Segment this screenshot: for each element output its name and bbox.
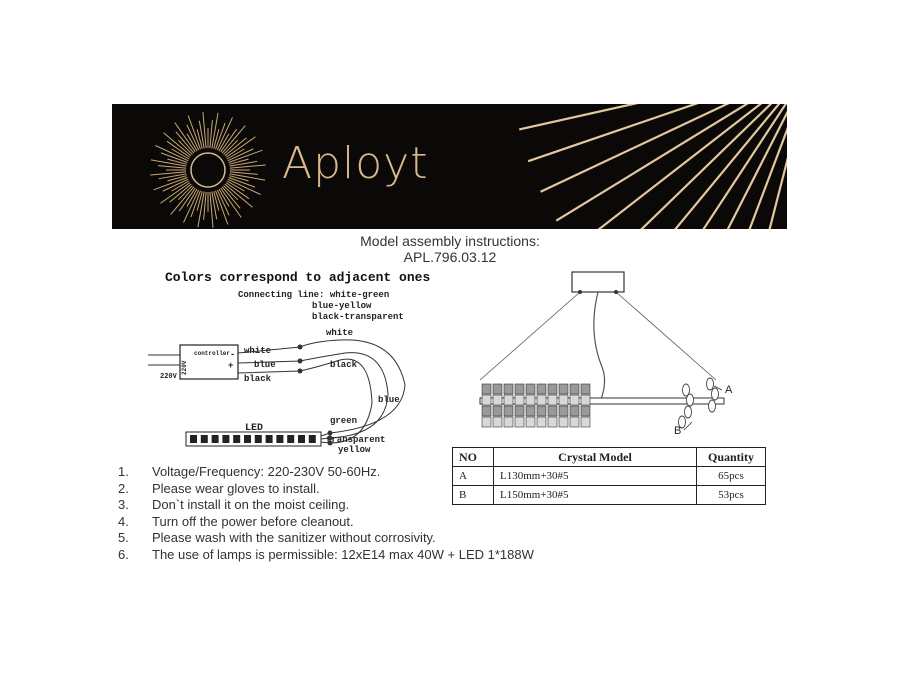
led-cell bbox=[244, 435, 251, 443]
crystal-strand bbox=[558, 383, 569, 428]
crystal-strand bbox=[525, 383, 536, 428]
crystal-strand bbox=[492, 383, 503, 428]
led-cell bbox=[211, 435, 219, 443]
led-cell bbox=[254, 435, 262, 443]
chandelier-diagram: A B bbox=[479, 271, 733, 437]
voltage-label: 220V bbox=[160, 373, 178, 381]
pair-blue-yellow-label: blue-yellow bbox=[312, 301, 372, 311]
wiring-diagram: Connecting line: white-green blue-yellow… bbox=[148, 290, 406, 455]
wire-black-label: black bbox=[244, 374, 272, 384]
list-item: 3. Don`t install it on the moist ceiling. bbox=[118, 497, 534, 514]
list-number: 3. bbox=[118, 497, 129, 512]
list-text: Please wear gloves to install. bbox=[152, 480, 320, 496]
list-item: 6. The use of lamps is permissible: 12xE1… bbox=[118, 547, 534, 564]
list-item: 1. Voltage/Frequency: 220-230V 50-60Hz. bbox=[118, 464, 534, 481]
model-number: APL.796.03.12 bbox=[403, 249, 497, 265]
crystal-table: NO Crystal Model Quantity A L130mm+30#5 … bbox=[452, 447, 766, 505]
crystal-bead bbox=[706, 377, 714, 391]
led-cell bbox=[190, 435, 197, 443]
pair-black-transparent-label: black-transparent bbox=[312, 312, 404, 322]
crystal-bead bbox=[708, 399, 716, 413]
list-item: 4. Turn off the power before cleanout. bbox=[118, 514, 534, 531]
list-item: 5. Please wash with the sanitizer without… bbox=[118, 530, 534, 547]
list-text: Voltage/Frequency: 220-230V 50-60Hz. bbox=[152, 464, 381, 479]
minus-sign: - bbox=[230, 350, 235, 360]
crystal-strand bbox=[569, 383, 580, 428]
label-a: A bbox=[725, 384, 733, 396]
list-number: 1. bbox=[118, 464, 129, 479]
header-quantity: Quantity bbox=[696, 447, 766, 467]
crystal-bead bbox=[678, 415, 686, 429]
led-cell bbox=[276, 435, 284, 443]
list-text: Please wash with the sanitizer without c… bbox=[152, 530, 436, 545]
conn-transparent-label: transparent bbox=[326, 435, 385, 445]
conn-white-label: white bbox=[326, 328, 353, 338]
controller-label: controller bbox=[194, 350, 230, 357]
brand-banner: Aployt bbox=[112, 104, 787, 229]
led-label: LED bbox=[245, 423, 263, 434]
crystal-strand bbox=[547, 383, 558, 428]
crystal-bead bbox=[682, 383, 690, 397]
cell-model: L150mm+30#5 bbox=[493, 485, 697, 505]
connecting-line-label: Connecting line: white-green bbox=[238, 290, 389, 300]
crystal-bead bbox=[686, 393, 694, 407]
led-cell bbox=[233, 435, 241, 443]
wire-white-label: white bbox=[244, 346, 271, 356]
conn-black-label: black bbox=[330, 360, 358, 370]
led-cell bbox=[222, 435, 230, 443]
led-cell bbox=[287, 435, 295, 443]
crystal-bead bbox=[711, 387, 719, 401]
crystal-strand bbox=[503, 383, 514, 428]
header-no: NO bbox=[452, 447, 494, 467]
list-number: 4. bbox=[118, 513, 129, 529]
wire-blue-label: blue bbox=[254, 360, 276, 370]
sunburst-decoration bbox=[150, 104, 787, 229]
led-cell bbox=[298, 435, 305, 443]
cell-quantity: 65pcs bbox=[696, 466, 766, 486]
lamp-ring bbox=[479, 397, 725, 405]
crystal-strand bbox=[580, 383, 591, 428]
led-cell bbox=[308, 435, 316, 443]
crystal-strand bbox=[481, 383, 492, 428]
cell-quantity: 53pcs bbox=[696, 485, 766, 505]
ceiling-canopy bbox=[571, 271, 625, 293]
list-text: The use of lamps is permissible: 12xE14 … bbox=[152, 546, 534, 562]
list-number: 2. bbox=[118, 480, 129, 496]
list-text: Turn off the power before cleanout. bbox=[152, 513, 354, 529]
instruction-list: 1. Voltage/Frequency: 220-230V 50-60Hz. 2… bbox=[118, 464, 534, 563]
led-cell bbox=[265, 435, 273, 443]
crystal-bead bbox=[684, 405, 692, 419]
conn-green-label: green bbox=[330, 416, 357, 426]
list-number: 5. bbox=[118, 530, 129, 545]
led-cell bbox=[200, 435, 208, 443]
brand-logo-text: Aployt bbox=[282, 138, 429, 189]
controller-box bbox=[179, 344, 239, 380]
crystal-strand bbox=[536, 383, 547, 428]
list-number: 6. bbox=[118, 546, 129, 562]
list-text: Don`t install it on the moist ceiling. bbox=[152, 497, 350, 512]
list-item: 2. Please wear gloves to install. bbox=[118, 481, 534, 498]
label-b: B bbox=[674, 425, 681, 437]
crystal-strand bbox=[514, 383, 525, 428]
conn-blue-label: blue bbox=[378, 395, 400, 405]
controller-voltage-label: 220V bbox=[181, 360, 188, 375]
wiring-heading: Colors correspond to adjacent ones bbox=[165, 270, 431, 285]
table-header-row: NO Crystal Model Quantity bbox=[452, 447, 766, 467]
page-title: Model assembly instructions: bbox=[360, 233, 540, 249]
plus-sign: + bbox=[228, 361, 233, 371]
table-row: B L150mm+30#5 53pcs bbox=[452, 485, 766, 505]
conn-yellow-label: yellow bbox=[338, 445, 371, 455]
